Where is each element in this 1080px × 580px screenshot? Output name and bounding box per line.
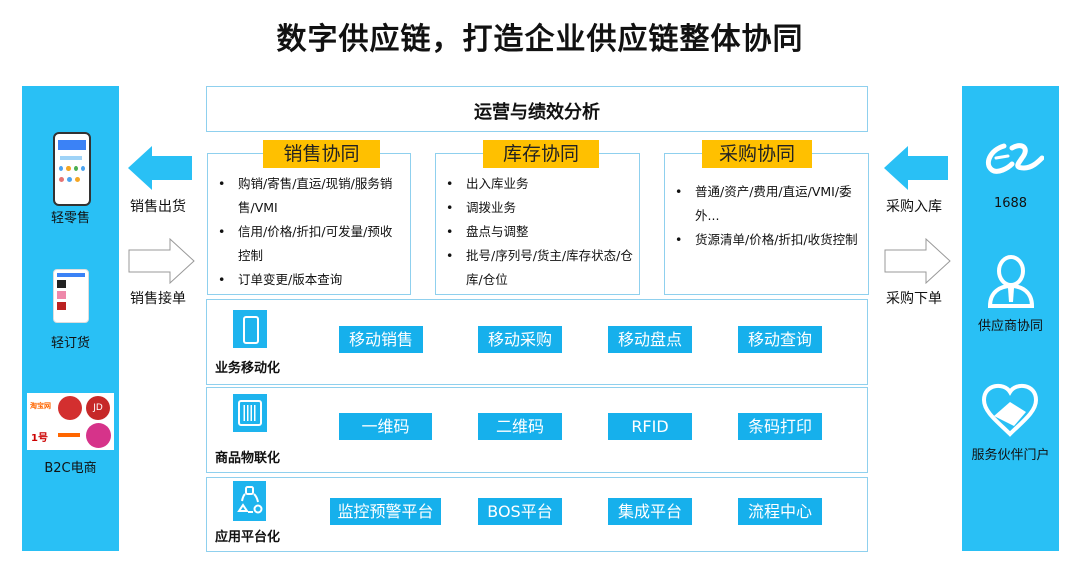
row-label: 业务移动化: [215, 361, 281, 376]
iot-row: 商品物联化 一维码 二维码 RFID 条码打印: [206, 387, 868, 473]
platform-nodes-icon: [233, 481, 266, 521]
row-label: 商品物联化: [215, 451, 281, 466]
pill-monitoring-platform: 监控预警平台: [330, 498, 441, 525]
list-item: 出入库业务: [442, 172, 633, 196]
inventory-collab-box: 出入库业务 调拨业务 盘点与调整 批号/序列号/货主/库存状态/仓库/仓位: [435, 153, 640, 295]
list-item: 调拨业务: [442, 196, 633, 220]
list-item: 普通/资产/费用/直运/VMI/委外...: [671, 180, 862, 228]
sales-order-label: 销售接单: [130, 291, 186, 307]
pill-mobile-stocktake: 移动盘点: [608, 326, 692, 353]
alibaba-logo-icon: [986, 143, 1044, 174]
arrow-right-icon: [128, 238, 195, 284]
mobile-phone-icon: [233, 310, 267, 348]
sales-collab-box: 购销/寄售/直运/现销/服务销售/VMI 信用/价格/折扣/可发量/预收控制 订…: [207, 153, 411, 295]
inventory-collab-tag: 库存协同: [483, 140, 599, 168]
pill-process-center: 流程中心: [738, 498, 822, 525]
order-app-icon: [53, 269, 89, 323]
list-item: 批号/序列号/货主/库存状态/仓库/仓位: [442, 244, 633, 292]
list-item: 货源清单/价格/折扣/收货控制: [671, 228, 862, 252]
arrow-left-icon: [128, 146, 192, 190]
ops-analysis-label: 运营与绩效分析: [474, 102, 600, 123]
platform-row: 应用平台化 监控预警平台 BOS平台 集成平台 流程中心: [206, 477, 868, 552]
arrow-right-icon: [884, 238, 951, 284]
sales-out-label: 销售出货: [130, 199, 186, 215]
barcode-scan-icon: [233, 394, 267, 432]
purchase-collab-tag: 采购协同: [702, 140, 812, 168]
list-item: 订单变更/版本查询: [214, 268, 404, 292]
handshake-heart-icon: [981, 383, 1039, 437]
page-title: 数字供应链，打造企业供应链整体协同: [276, 22, 804, 57]
list-item: 信用/价格/折扣/可发量/预收控制: [214, 220, 404, 268]
purchase-order-label: 采购下单: [886, 291, 942, 307]
pill-mobile-purchase: 移动采购: [478, 326, 562, 353]
left-channels-panel: 轻零售 轻订货 淘宝网 JD 1号 B2C电商: [22, 86, 119, 551]
phone-app-icon: [53, 132, 91, 206]
sales-collab-tag: 销售协同: [263, 140, 380, 168]
user-icon: [987, 255, 1035, 308]
pill-1d-barcode: 一维码: [339, 413, 432, 440]
pill-2d-code: 二维码: [478, 413, 562, 440]
purchase-in-label: 采购入库: [886, 199, 942, 215]
ecommerce-logos-icon: 淘宝网 JD 1号: [27, 393, 114, 450]
channel-label: 1688: [993, 196, 1028, 211]
arrow-left-icon: [884, 146, 948, 190]
purchase-collab-box: 普通/资产/费用/直运/VMI/委外... 货源清单/价格/折扣/收货控制: [664, 153, 869, 295]
channel-label: 供应商协同: [977, 319, 1043, 334]
channel-label: 服务伙伴门户: [971, 448, 1050, 463]
pill-mobile-sales: 移动销售: [339, 326, 423, 353]
channel-label: 轻零售: [50, 211, 90, 226]
row-label: 应用平台化: [215, 530, 281, 545]
ops-analysis-bar: 运营与绩效分析: [206, 86, 868, 132]
mobile-row: 业务移动化 移动销售 移动采购 移动盘点 移动查询: [206, 299, 868, 385]
channel-label: 轻订货: [50, 336, 90, 351]
pill-mobile-query: 移动查询: [738, 326, 822, 353]
right-channels-panel: 1688 供应商协同 服务伙伴门户: [962, 86, 1059, 551]
pill-barcode-print: 条码打印: [738, 413, 822, 440]
pill-bos-platform: BOS平台: [478, 498, 562, 525]
channel-label: B2C电商: [44, 461, 97, 476]
list-item: 购销/寄售/直运/现销/服务销售/VMI: [214, 172, 404, 220]
pill-rfid: RFID: [608, 413, 692, 440]
list-item: 盘点与调整: [442, 220, 633, 244]
pill-integration-platform: 集成平台: [608, 498, 692, 525]
